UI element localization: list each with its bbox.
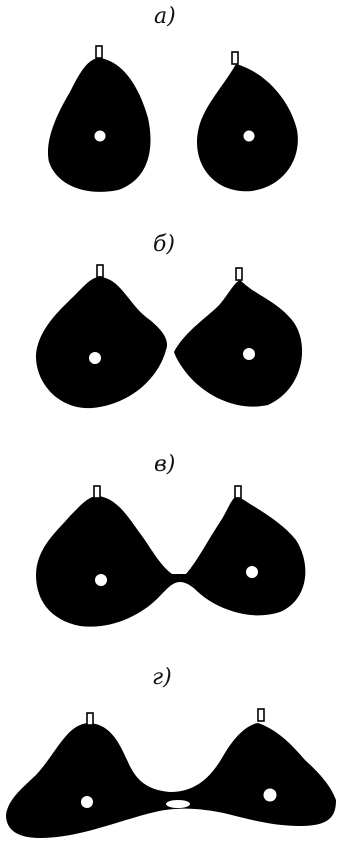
panel-g-right-tab <box>258 709 264 721</box>
panel-b-left-hole <box>89 352 101 364</box>
panel-g-center-gap <box>166 800 190 808</box>
panel-g-merged-drops <box>6 723 336 838</box>
panel-v-right-tab <box>235 486 241 498</box>
panel-a-left-tab <box>96 46 102 58</box>
panel-a-left-drop <box>48 58 151 192</box>
panel-v-merged-drops <box>36 496 305 627</box>
panel-g-right-hole <box>264 789 277 802</box>
panel-b-right-drop <box>174 280 302 407</box>
panel-v <box>36 486 305 627</box>
panel-a <box>48 46 298 192</box>
panel-a-left-hole <box>95 131 106 142</box>
panel-b-left-tab <box>97 265 103 277</box>
panel-b-left-drop <box>36 277 167 408</box>
panel-g <box>6 709 336 838</box>
panel-g-left-hole <box>81 796 93 808</box>
panel-v-left-hole <box>95 574 107 586</box>
panel-b <box>36 265 302 408</box>
panel-b-right-tab <box>236 268 242 280</box>
panel-b-right-hole <box>243 348 255 360</box>
panel-a-right-drop <box>197 64 298 191</box>
panel-a-right-tab <box>232 52 238 64</box>
panel-v-left-tab <box>94 486 100 498</box>
panel-g-left-tab <box>87 713 93 725</box>
panel-a-right-hole <box>244 131 255 142</box>
panel-v-right-hole <box>246 566 258 578</box>
